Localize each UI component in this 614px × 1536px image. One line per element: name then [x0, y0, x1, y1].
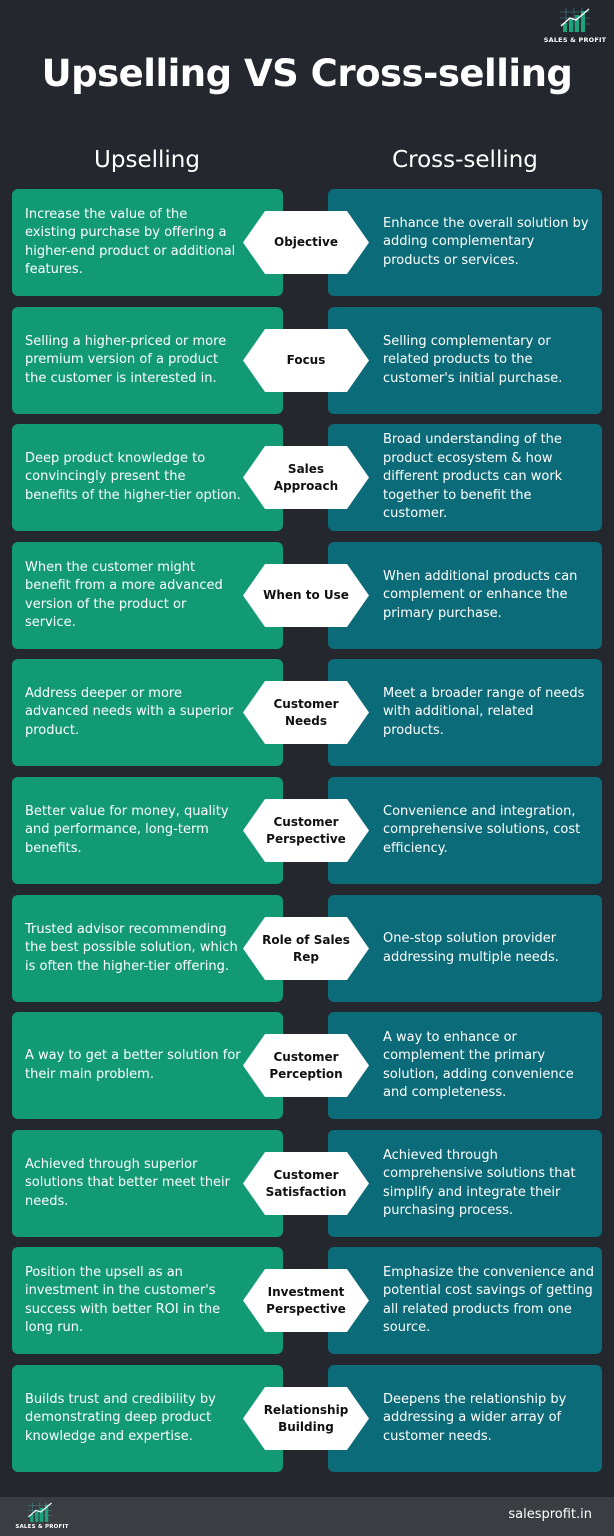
comparison-row: Selling a higher-priced or more premium …: [12, 307, 602, 414]
footer: SALES & PROFIT salesprofit.in: [0, 1497, 614, 1536]
criterion-label: Role of Sales Rep: [262, 932, 350, 964]
criterion-label-hexagon: Sales Approach: [243, 446, 369, 509]
cross-selling-text: Emphasize the convenience and potential …: [383, 1264, 594, 1336]
comparison-row: A way to get a better solution for their…: [12, 1012, 602, 1119]
chart-logo-icon: [27, 1502, 53, 1522]
upselling-text: Address deeper or more advanced needs wi…: [25, 685, 234, 738]
hexagon-shape: [243, 1152, 369, 1215]
upselling-card: Achieved through superior solutions that…: [12, 1130, 283, 1237]
criterion-label-hexagon: When to Use: [243, 564, 369, 627]
upselling-text: Deep product knowledge to convincingly p…: [25, 450, 241, 503]
comparison-row: Deep product knowledge to convincingly p…: [12, 424, 602, 531]
upselling-card: Builds trust and credibility by demonstr…: [12, 1365, 283, 1472]
cross-selling-text: Meet a broader range of needs with addit…: [383, 685, 585, 738]
cross-selling-card: Deepens the relationship by addressing a…: [328, 1365, 602, 1472]
upselling-text: Builds trust and credibility by demonstr…: [25, 1391, 216, 1444]
criterion-label: Focus: [286, 353, 326, 367]
cross-selling-card: Enhance the overall solution by adding c…: [328, 189, 602, 296]
comparison-row: Trusted advisor recommending the best po…: [12, 895, 602, 1002]
upselling-card: Address deeper or more advanced needs wi…: [12, 659, 283, 766]
criterion-label-hexagon: Customer Needs: [243, 681, 369, 744]
cross-selling-card: Convenience and integration, comprehensi…: [328, 777, 602, 884]
hexagon-shape: [243, 564, 369, 627]
cross-selling-text: A way to enhance or complement the prima…: [383, 1029, 574, 1101]
upselling-card: Trusted advisor recommending the best po…: [12, 895, 283, 1002]
cross-selling-card: Meet a broader range of needs with addit…: [328, 659, 602, 766]
hexagon-shape: [243, 329, 369, 392]
criterion-label-hexagon: Objective: [243, 211, 369, 274]
upselling-text: A way to get a better solution for their…: [25, 1048, 241, 1082]
upselling-text: Selling a higher-priced or more premium …: [25, 333, 227, 386]
cross-selling-card: Broad understanding of the product ecosy…: [328, 424, 602, 531]
criterion-label-hexagon: Role of Sales Rep: [243, 917, 369, 980]
cross-selling-text: Enhance the overall solution by adding c…: [383, 215, 589, 268]
cross-selling-column-heading: Cross-selling: [392, 147, 538, 173]
upselling-text: Trusted advisor recommending the best po…: [25, 921, 238, 974]
hexagon-shape: [243, 681, 369, 744]
upselling-card: A way to get a better solution for their…: [12, 1012, 283, 1119]
cross-selling-text: Selling complementary or related product…: [383, 333, 563, 386]
brand-name: SALES & PROFIT: [543, 36, 607, 44]
comparison-row: When the customer might benefit from a m…: [12, 542, 602, 649]
criterion-label: Customer Perception: [269, 1049, 343, 1081]
hexagon-shape: [243, 1387, 369, 1450]
cross-selling-text: Deepens the relationship by addressing a…: [383, 1391, 567, 1444]
website-link[interactable]: salesprofit.in: [508, 1507, 592, 1522]
footer-brand-name: SALES & PROFIT: [15, 1524, 69, 1530]
criterion-label-hexagon: Customer Perception: [243, 1034, 369, 1097]
chart-logo-icon: [560, 8, 590, 32]
cross-selling-text: One-stop solution provider addressing mu…: [383, 931, 559, 965]
criterion-label: Sales Approach: [273, 461, 339, 493]
criterion-label: Customer Satisfaction: [265, 1167, 347, 1199]
hexagon-shape: [243, 1034, 369, 1097]
hexagon-shape: [243, 917, 369, 980]
cross-selling-card: When additional products can complement …: [328, 542, 602, 649]
criterion-label-hexagon: Investment Perspective: [243, 1269, 369, 1332]
cross-selling-text: Convenience and integration, comprehensi…: [383, 803, 581, 856]
upselling-card: Selling a higher-priced or more premium …: [12, 307, 283, 414]
criterion-label: When to Use: [263, 588, 349, 602]
comparison-row: Builds trust and credibility by demonstr…: [12, 1365, 602, 1472]
cross-selling-card: One-stop solution provider addressing mu…: [328, 895, 602, 1002]
comparison-row: Position the upsell as an investment in …: [12, 1247, 602, 1354]
hexagon-shape: [243, 1269, 369, 1332]
criterion-label: Relationship Building: [263, 1402, 349, 1434]
upselling-card: Better value for money, quality and perf…: [12, 777, 283, 884]
criterion-label-hexagon: Focus: [243, 329, 369, 392]
comparison-row: Better value for money, quality and perf…: [12, 777, 602, 884]
hexagon-shape: [243, 446, 369, 509]
upselling-text: When the customer might benefit from a m…: [25, 559, 223, 631]
comparison-row: Increase the value of the existing purch…: [12, 189, 602, 296]
upselling-text: Position the upsell as an investment in …: [25, 1264, 221, 1336]
footer-logo: SALES & PROFIT: [15, 1500, 68, 1534]
upselling-text: Achieved through superior solutions that…: [25, 1156, 231, 1209]
cross-selling-text: Broad understanding of the product ecosy…: [383, 432, 563, 522]
criterion-label: Investment Perspective: [266, 1284, 346, 1316]
cross-selling-text: Achieved through comprehensive solutions…: [383, 1147, 576, 1219]
criterion-label-hexagon: Customer Satisfaction: [243, 1152, 369, 1215]
upselling-card: Deep product knowledge to convincingly p…: [12, 424, 283, 531]
cross-selling-card: Emphasize the convenience and potential …: [328, 1247, 602, 1354]
criterion-label-hexagon: Relationship Building: [243, 1387, 369, 1450]
hexagon-shape: [243, 799, 369, 862]
cross-selling-card: A way to enhance or complement the prima…: [328, 1012, 602, 1119]
comparison-row: Achieved through superior solutions that…: [12, 1130, 602, 1237]
cross-selling-card: Achieved through comprehensive solutions…: [328, 1130, 602, 1237]
criterion-label: Objective: [274, 235, 338, 249]
hexagon-shape: [243, 211, 369, 274]
upselling-card: Increase the value of the existing purch…: [12, 189, 283, 296]
criterion-label-hexagon: Customer Perspective: [243, 799, 369, 862]
brand-logo: SALES & PROFIT: [542, 6, 608, 46]
cross-selling-card: Selling complementary or related product…: [328, 307, 602, 414]
upselling-column-heading: Upselling: [94, 147, 200, 173]
upselling-text: Increase the value of the existing purch…: [25, 206, 236, 278]
criterion-label: Customer Perspective: [266, 814, 346, 846]
criterion-label: Customer Needs: [273, 696, 339, 728]
upselling-text: Better value for money, quality and perf…: [25, 803, 229, 856]
comparison-row: Address deeper or more advanced needs wi…: [12, 659, 602, 766]
cross-selling-text: When additional products can complement …: [383, 568, 578, 621]
page-title: Upselling VS Cross-selling: [41, 52, 573, 95]
upselling-card: When the customer might benefit from a m…: [12, 542, 283, 649]
upselling-card: Position the upsell as an investment in …: [12, 1247, 283, 1354]
